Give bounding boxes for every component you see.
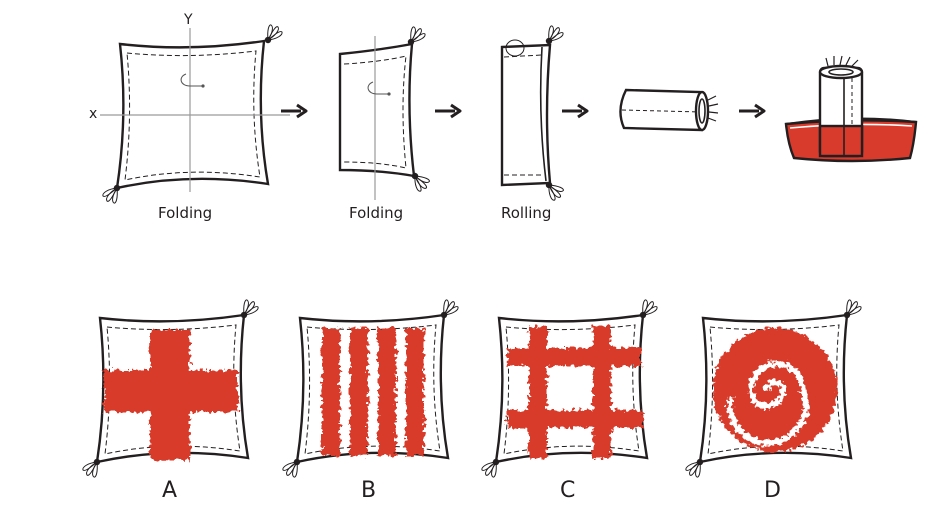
result-a-cross-pattern [82, 299, 259, 478]
step-1-flat-cloth [100, 24, 290, 204]
step-4-rolled-cloth [619, 88, 719, 132]
tassel-icon [102, 184, 121, 204]
result-d-label: D [764, 478, 781, 503]
step-1-label: Folding [158, 204, 212, 222]
tassel-icon [481, 458, 500, 478]
step-3-folded-strip [500, 25, 565, 203]
tassel-icon [282, 458, 301, 478]
result-c-grid-pattern [481, 299, 658, 478]
right-arrow-icon [433, 103, 462, 119]
right-arrow-icon [737, 103, 766, 119]
x-axis-label: x [89, 106, 97, 122]
tassel-icon [542, 180, 565, 203]
y-axis-label: Y [183, 12, 193, 28]
step-5-dye-bath [784, 55, 918, 163]
right-arrow-icon [560, 103, 589, 119]
tassel-icon [545, 25, 564, 45]
tassel-icon [843, 299, 862, 319]
tassel-icon [440, 299, 459, 319]
tassel-icon [685, 458, 704, 478]
step-2-label: Folding [349, 204, 403, 222]
tassel-icon [264, 24, 283, 44]
step-3-label: Rolling [501, 204, 551, 222]
rotate-icon [505, 39, 525, 57]
rotate-icon [180, 73, 202, 87]
tassel-icon [82, 458, 101, 478]
result-c-label: C [560, 478, 575, 503]
tassel-icon [408, 171, 431, 194]
tassel-icon [407, 26, 426, 46]
result-a-label: A [162, 478, 177, 503]
result-b-label: B [361, 478, 376, 503]
result-b-stripes-pattern [282, 299, 459, 478]
tassel-icon [639, 299, 658, 319]
step-2-folded-cloth [338, 26, 431, 200]
tassel-icon [240, 299, 259, 319]
result-d-spiral-pattern [685, 299, 862, 478]
rotate-icon [367, 81, 388, 95]
